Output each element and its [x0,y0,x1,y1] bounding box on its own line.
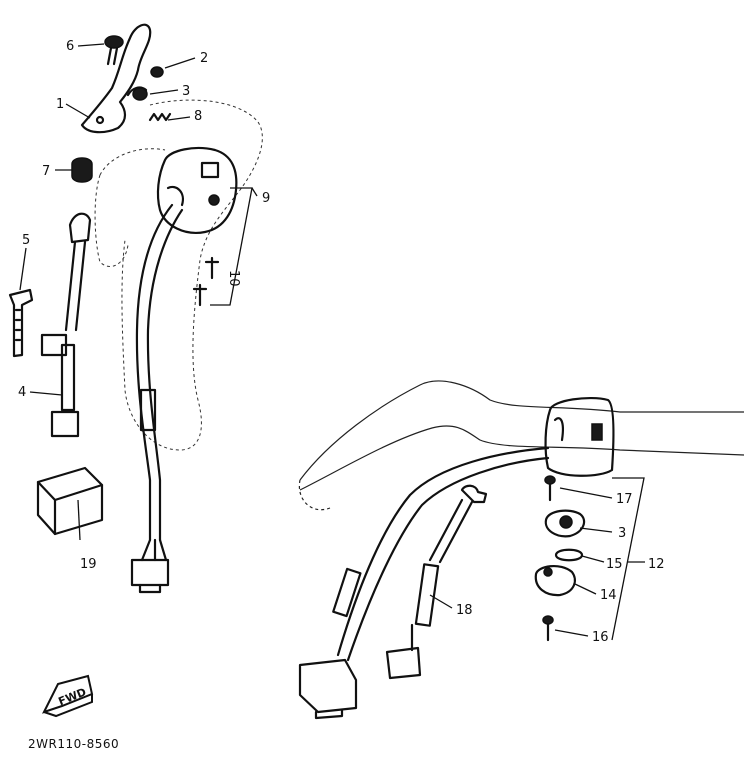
cable-band [8,288,34,358]
callout-5: 5 [22,233,30,248]
callout-16: 16 [592,630,609,645]
callout-6: 6 [66,39,74,54]
callout-15: 15 [606,557,623,572]
callout-8: 8 [194,109,202,124]
switch-screw-upper [544,475,556,502]
diagram-code: 2WR110-8560 [28,737,119,751]
relay [36,466,104,536]
front-brake-switch [410,484,488,652]
right-cable-connector [298,658,358,720]
lever-collar [71,157,93,183]
callout-3-right: 3 [618,526,626,541]
washer [150,66,164,78]
right-handlebar-switch [544,396,615,477]
left-switch-cable [135,203,184,562]
switch-clamp [534,565,576,597]
callout-7: 7 [42,164,50,179]
callout-12: 12 [648,557,665,572]
throttle-collar [544,509,586,538]
left-cable-connector [130,558,170,594]
callout-9: 9 [262,191,270,206]
switch-screw-lower [542,615,554,642]
switch-screws [192,256,220,307]
callout-14: 14 [600,588,617,603]
lever-bolt [104,35,124,66]
left-handlebar-switch [156,146,238,234]
clutch-switch-lead [40,212,92,438]
callout-19: 19 [80,557,97,572]
callout-17: 17 [616,492,633,507]
brake-switch-connector [385,646,422,680]
callout-18: 18 [456,603,473,618]
callout-2: 2 [200,51,208,66]
callout-1: 1 [56,97,64,112]
right-switch-cable [332,446,550,662]
callout-3-left: 3 [182,84,190,99]
right-handlebar-outline [298,380,744,511]
nut [132,87,148,101]
left-handlebar-outline [94,99,263,451]
callout-4: 4 [18,385,26,400]
spring [148,112,172,122]
callout-10: 10 [226,270,241,287]
leader-lines [19,43,645,641]
switch-washer [554,548,584,562]
fwd-arrow-icon: FWD [42,674,94,718]
